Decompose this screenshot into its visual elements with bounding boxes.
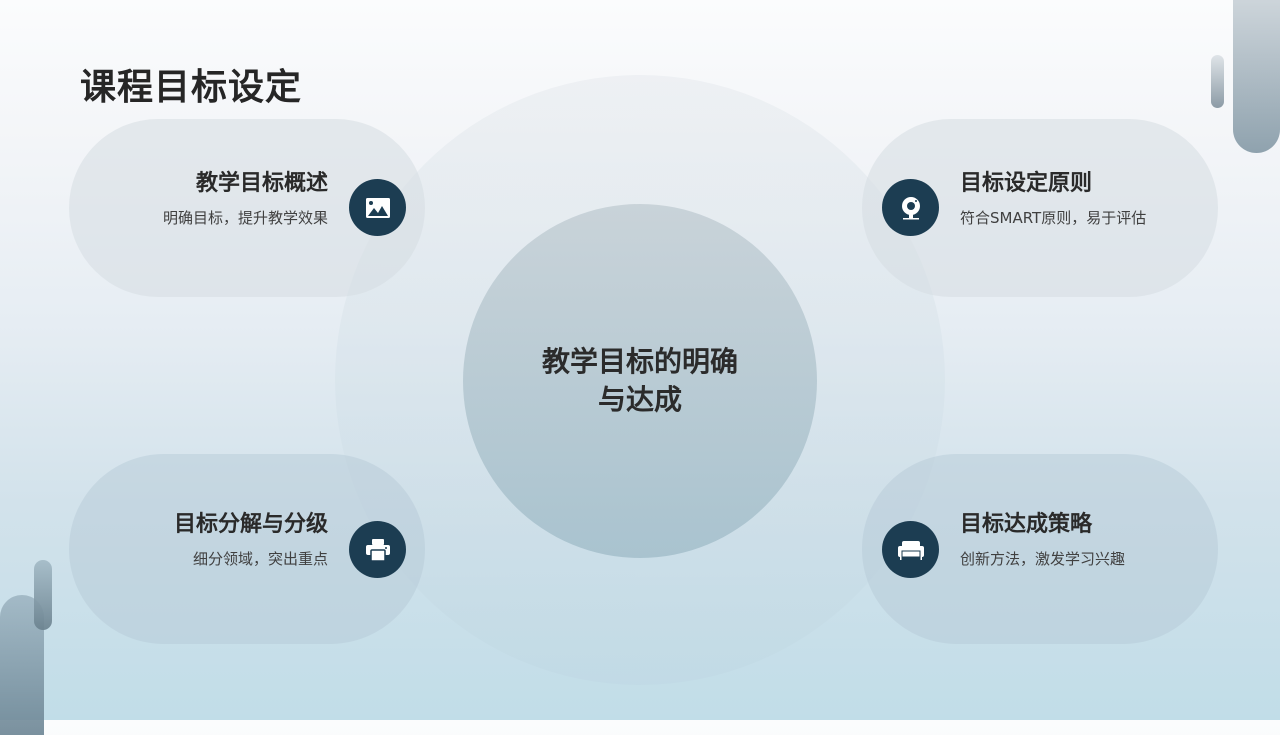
image-icon	[349, 179, 406, 236]
card-description: 明确目标，提升教学效果	[162, 209, 328, 227]
center-title-line2: 与达成	[597, 383, 682, 416]
card-text: 教学目标概述 明确目标，提升教学效果	[163, 165, 328, 228]
decorative-bar	[1233, 0, 1280, 153]
card-title: 目标达成策略	[960, 512, 1093, 537]
goal-card-strategy: 目标达成策略 创新方法，激发学习兴趣	[862, 454, 1218, 644]
card-title: 目标分解与分级	[173, 512, 328, 537]
decorative-bar	[1211, 55, 1224, 108]
decorative-bar	[34, 560, 52, 630]
card-description: 符合SMART原则，易于评估	[960, 209, 1147, 227]
card-text: 目标设定原则 符合SMART原则，易于评估	[960, 165, 1146, 228]
webcam-icon	[882, 179, 939, 236]
center-circle: 教学目标的明确 与达成	[463, 204, 817, 558]
card-title: 目标设定原则	[960, 171, 1093, 196]
goal-card-overview: 教学目标概述 明确目标，提升教学效果	[69, 119, 425, 297]
goal-card-breakdown: 目标分解与分级 细分领域，突出重点	[69, 454, 425, 644]
printer-icon	[349, 521, 406, 578]
card-text: 目标达成策略 创新方法，激发学习兴趣	[960, 506, 1125, 569]
armchair-icon	[882, 521, 939, 578]
center-title-line1: 教学目标的明确	[541, 345, 738, 378]
card-description: 创新方法，激发学习兴趣	[960, 550, 1126, 568]
card-title: 教学目标概述	[195, 171, 328, 196]
card-text: 目标分解与分级 细分领域，突出重点	[174, 506, 328, 569]
slide-title: 课程目标设定	[80, 67, 303, 108]
goal-card-principles: 目标设定原则 符合SMART原则，易于评估	[862, 119, 1218, 297]
center-title: 教学目标的明确 与达成	[520, 343, 760, 419]
card-description: 细分领域，突出重点	[192, 550, 328, 568]
